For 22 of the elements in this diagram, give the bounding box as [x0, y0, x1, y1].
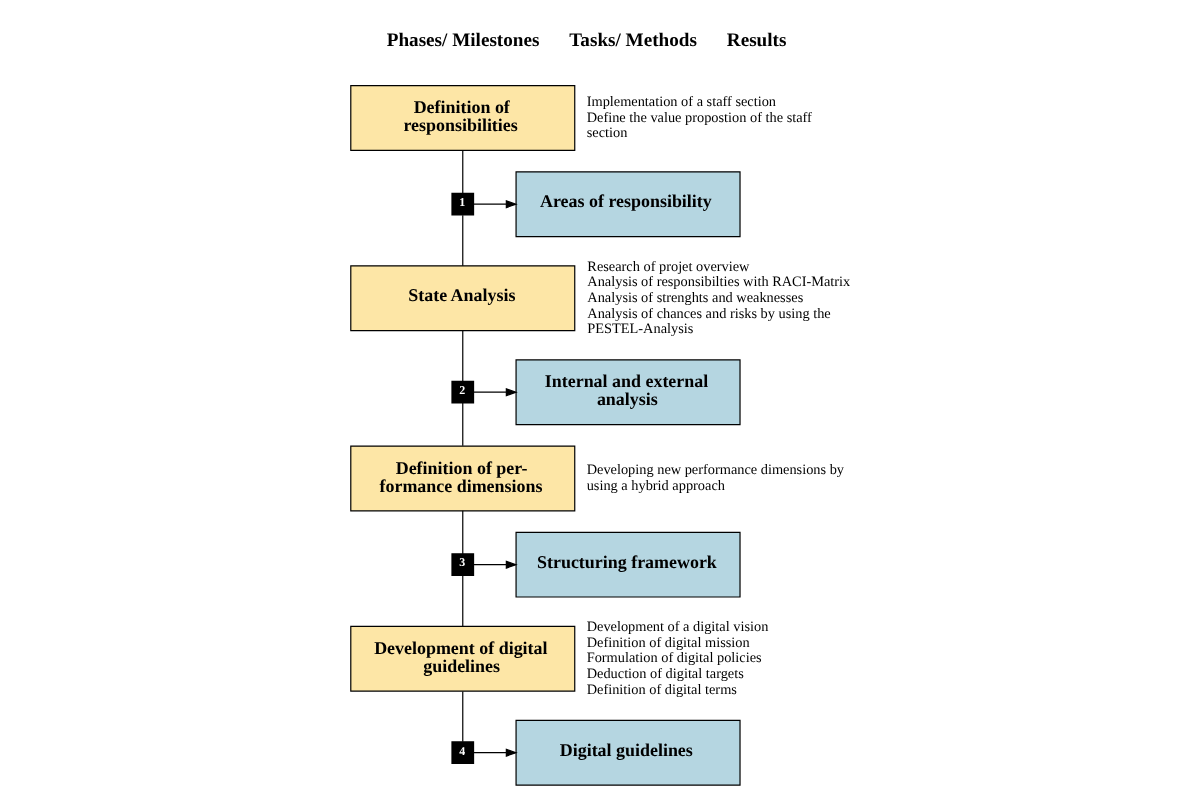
- arrow: [472, 388, 517, 397]
- connector: [461, 149, 463, 194]
- arrow: [472, 748, 517, 757]
- node-box: Internal and external analysis: [514, 359, 740, 426]
- node-box: Areas of responsibility: [514, 171, 740, 238]
- label: Phases/ Milestones: [385, 29, 539, 52]
- label: Results: [725, 29, 786, 52]
- node-box: State Analysis: [349, 265, 575, 332]
- arrow: [472, 200, 517, 209]
- label: Tasks/ Methods: [568, 29, 696, 52]
- node-box: Digital guidelines: [514, 719, 740, 786]
- node-box: Definition of per- formance dimensions: [349, 445, 575, 512]
- connector: [461, 575, 463, 627]
- connector: [461, 510, 463, 555]
- node-box: Structuring framework: [514, 531, 740, 598]
- node-box: Development of digital guidelines: [349, 625, 575, 692]
- connector: [461, 690, 463, 743]
- connector: [461, 402, 463, 447]
- arrow: [472, 560, 517, 569]
- node-box: Definition of responsibilities: [349, 85, 575, 151]
- connector: [461, 330, 463, 382]
- connector: [461, 214, 463, 267]
